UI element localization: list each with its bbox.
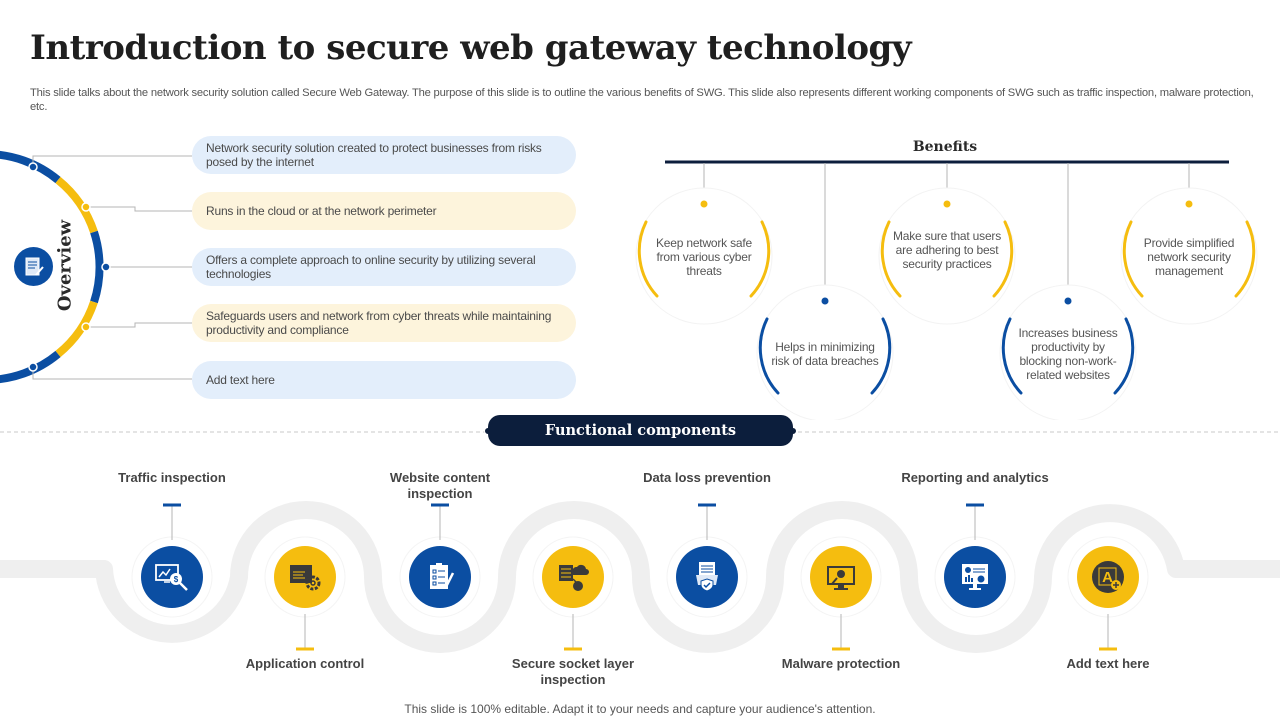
footer-note: This slide is 100% editable. Adapt it to… xyxy=(404,702,876,716)
overview-label: Overview xyxy=(54,219,76,312)
overview-item-text: Runs in the cloud or at the network peri… xyxy=(206,204,437,218)
fc-label: Website content inspection xyxy=(389,470,491,501)
benefit-arc xyxy=(758,317,780,395)
ring-dot xyxy=(101,262,111,272)
benefit-circle-bg xyxy=(999,284,1137,420)
benefits-title: Benefits xyxy=(912,139,978,155)
fc-label: Add text here xyxy=(1066,656,1150,671)
overview-item: Offers a complete approach to online sec… xyxy=(192,248,576,286)
benefit-dot xyxy=(700,200,708,208)
monitor-analytics-search-icon: $ xyxy=(141,546,203,608)
benefit-circle-bg xyxy=(756,284,894,420)
fc-label: Secure socket layer inspection xyxy=(511,656,635,687)
benefit-arc xyxy=(1113,317,1135,395)
clipboard-checklist-icon xyxy=(409,546,471,608)
benefit-arc xyxy=(992,220,1014,298)
benefit-circle-bg xyxy=(878,187,1016,325)
benefit-arc xyxy=(870,317,892,395)
dashboard-monitor-icon xyxy=(944,546,1006,608)
fc-label: Data loss prevention xyxy=(643,470,771,485)
svg-text:A: A xyxy=(1102,569,1113,586)
benefit-arc xyxy=(1001,317,1023,395)
benefit-arc xyxy=(880,220,902,298)
fc-label: Reporting and analytics xyxy=(901,470,1049,485)
ring-segment xyxy=(90,230,104,304)
benefit-circle-bg xyxy=(1120,187,1258,325)
benefit-arc xyxy=(749,220,771,298)
benefit-text: Make sure that users are adhering to bes… xyxy=(892,229,1002,271)
overview-item-text: Add text here xyxy=(206,373,275,387)
benefit-arc xyxy=(1122,220,1144,298)
overview-item-text: Safeguards users and network from cyber … xyxy=(206,309,552,337)
benefit-circle-bg xyxy=(635,187,773,325)
benefit-dot xyxy=(1185,200,1193,208)
benefit-text: Helps in minimizing risk of data breache… xyxy=(771,340,879,368)
overview-item: Network security solution created to pro… xyxy=(192,136,576,174)
benefits-diagram xyxy=(635,160,1258,420)
benefit-dot xyxy=(821,297,829,305)
ring-dot xyxy=(81,322,91,332)
functional-components-banner: Functional components xyxy=(488,415,793,446)
benefit-dot xyxy=(1064,297,1072,305)
benefit-text: Provide simplified network security mana… xyxy=(1143,236,1235,278)
monitor-bug-icon xyxy=(810,546,872,608)
app-window-gear-icon xyxy=(274,546,336,608)
ring-segment xyxy=(55,300,98,358)
ring-dot xyxy=(28,362,38,372)
fc-label: Application control xyxy=(245,656,365,671)
server-cloud-lock-icon xyxy=(542,546,604,608)
slide-title: Introduction to secure web gateway techn… xyxy=(30,28,912,68)
connector-line xyxy=(86,322,192,328)
ring-dot xyxy=(28,162,38,172)
svg-text:$: $ xyxy=(174,575,179,584)
overview-ring xyxy=(0,150,192,384)
document-shield-icon xyxy=(676,546,738,608)
functional-title: Functional components xyxy=(544,422,737,439)
benefit-dot xyxy=(943,200,951,208)
ring-dot xyxy=(81,202,91,212)
benefit-arc xyxy=(637,220,659,298)
text-add-icon: A xyxy=(1077,546,1139,608)
benefit-text: Increases business productivity by block… xyxy=(1018,326,1118,382)
wave-track xyxy=(0,501,1280,653)
connector-line xyxy=(86,206,192,212)
fc-label: Malware protection xyxy=(781,656,901,671)
benefit-text: Keep network safe from various cyber thr… xyxy=(656,236,752,278)
ring-segment xyxy=(0,350,61,384)
connector-line xyxy=(32,367,192,380)
slide-subtitle: This slide talks about the network secur… xyxy=(30,87,1254,113)
overview-item: Runs in the cloud or at the network peri… xyxy=(192,192,576,230)
ring-segment xyxy=(0,150,61,184)
fc-label: Traffic inspection xyxy=(118,470,226,485)
connector-line xyxy=(32,155,192,167)
document-edit-icon xyxy=(14,247,53,286)
benefit-arc xyxy=(1234,220,1256,298)
overview-item-text: Network security solution created to pro… xyxy=(206,141,542,169)
ring-segment xyxy=(55,176,98,234)
overview-item: Safeguards users and network from cyber … xyxy=(192,304,576,342)
overview-item-text: Offers a complete approach to online sec… xyxy=(206,253,536,281)
overview-item: Add text here xyxy=(192,361,576,399)
